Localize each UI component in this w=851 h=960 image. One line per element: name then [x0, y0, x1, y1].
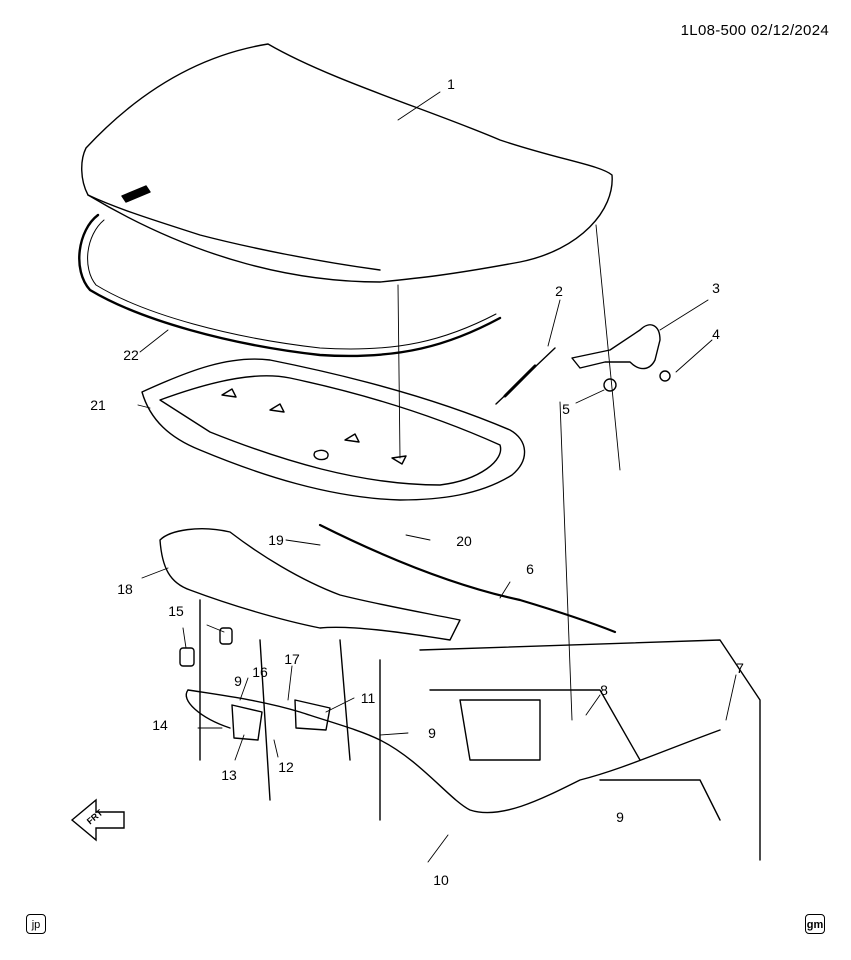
hood-panel — [81, 43, 613, 283]
callout-1: 1 — [447, 76, 455, 92]
callout-18: 18 — [117, 581, 133, 597]
callout-9-c: 9 — [616, 809, 624, 825]
callout-16: 16 — [252, 664, 268, 680]
callout-15: 15 — [168, 603, 184, 619]
callout-13: 13 — [221, 767, 237, 783]
callout-10: 10 — [433, 872, 449, 888]
callout-9-b: 9 — [428, 725, 436, 741]
cowl-vent-panel — [159, 528, 461, 641]
callout-17: 17 — [284, 651, 300, 667]
hood-weatherstrip — [78, 213, 502, 358]
author-badge: jp — [26, 914, 46, 934]
front-direction-arrow — [70, 798, 125, 842]
callout-20: 20 — [456, 533, 472, 549]
cowl-seal — [318, 523, 617, 634]
callout-22: 22 — [123, 347, 139, 363]
release-cable — [187, 689, 721, 814]
gm-logo-badge: gm — [805, 914, 825, 934]
callout-8: 8 — [600, 682, 608, 698]
callout-5: 5 — [562, 401, 570, 417]
hood-front-edge — [87, 194, 381, 271]
callout-4: 4 — [712, 326, 720, 342]
callout-21: 21 — [90, 397, 106, 413]
callout-7: 7 — [736, 660, 744, 676]
callout-6: 6 — [526, 561, 534, 577]
hood-emblem-slot — [121, 185, 151, 203]
callout-3: 3 — [712, 280, 720, 296]
hood-latch — [294, 699, 331, 731]
callout-19: 19 — [268, 532, 284, 548]
callout-2: 2 — [555, 283, 563, 299]
callout-12: 12 — [278, 759, 294, 775]
callout-14: 14 — [152, 717, 168, 733]
callout-9-a: 9 — [234, 673, 242, 689]
document-code: 1L08-500 02/12/2024 — [680, 22, 829, 39]
hood-hinge — [571, 324, 661, 370]
hood-insulator — [141, 358, 526, 501]
callout-11: 11 — [360, 690, 376, 706]
